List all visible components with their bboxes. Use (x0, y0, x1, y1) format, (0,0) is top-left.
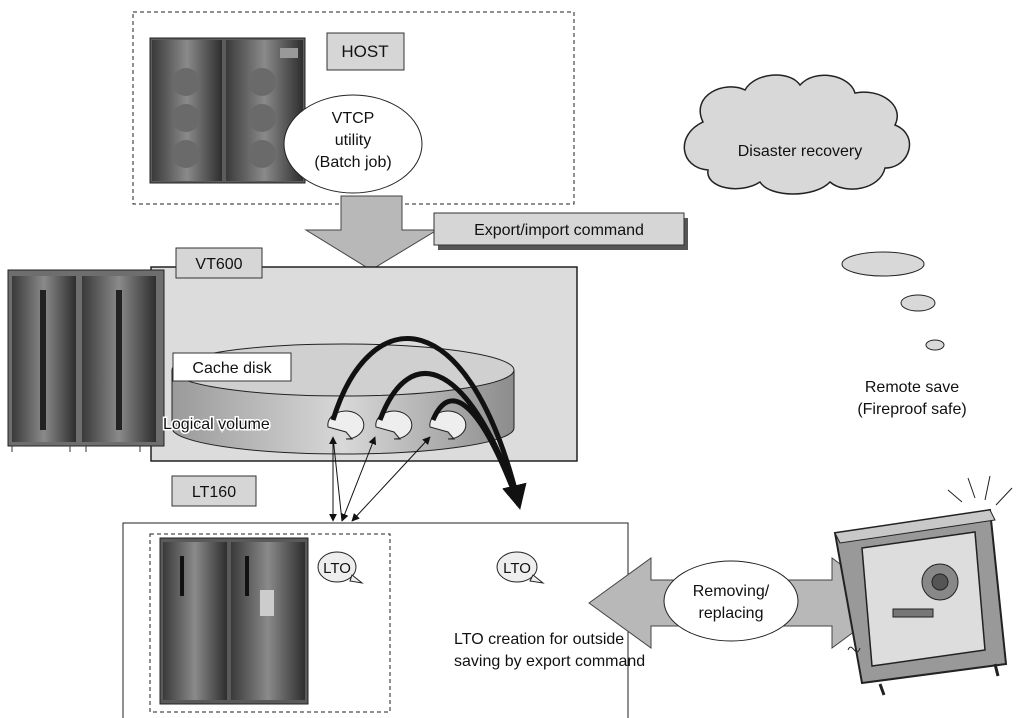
transfer-bubble (663, 560, 799, 642)
mainframe-host-icon (149, 37, 306, 184)
thought-bubble-large (841, 251, 925, 277)
export-down-arrow (304, 195, 439, 271)
lt160-library-icon (159, 537, 309, 705)
lt160-inner-group (149, 533, 391, 713)
thought-bubble-medium (900, 294, 936, 312)
vt600-tag-box (175, 247, 263, 279)
lto-outer-label: LTO (503, 560, 531, 577)
transfer-line-2: replacing (699, 605, 764, 622)
volume-export-arrow-3 (430, 398, 522, 506)
command-label: Export/import command (474, 222, 644, 239)
tape-volume-icon (317, 551, 364, 584)
volume-lt160-link-3 (351, 436, 431, 522)
volume-lt160-link-4 (332, 436, 343, 522)
logical-volume-label: Logical volume (163, 416, 270, 433)
host-tag-box (326, 32, 405, 71)
remote-save-line-1: Remote save (865, 379, 959, 396)
creation-note-line-1: LTO creation for outside (454, 631, 624, 648)
remote-save-line-2: (Fireproof safe) (857, 401, 966, 418)
lto-inner-label: LTO (323, 560, 351, 577)
tape-volume-icon (496, 551, 545, 584)
host-group-border (132, 11, 575, 205)
cloud-label: Disaster recovery (738, 143, 862, 160)
creation-note-line-2: saving by export command (454, 653, 645, 670)
transfer-line-1: Removing/ (693, 583, 770, 600)
lt160-tag: LT160 (192, 484, 236, 501)
volume-export-arrow-1 (330, 336, 527, 510)
vtcp-line-3: (Batch job) (314, 154, 391, 171)
vt600-tag: VT600 (195, 256, 242, 273)
vtcp-line-2: utility (335, 132, 371, 149)
fireproof-safe-icon (833, 475, 1013, 696)
vtcp-utility-bubble (283, 94, 423, 194)
command-label-box (433, 212, 685, 246)
vtcp-line-1: VTCP (332, 110, 375, 127)
lt160-tag-box (171, 475, 257, 507)
host-tag: HOST (341, 42, 388, 61)
disaster-recovery-cloud (683, 74, 911, 195)
vt600-rack-icon (7, 269, 165, 452)
thought-bubble-small (925, 339, 945, 351)
cache-disk-box (172, 352, 292, 382)
cache-disk-label: Cache disk (192, 360, 272, 377)
